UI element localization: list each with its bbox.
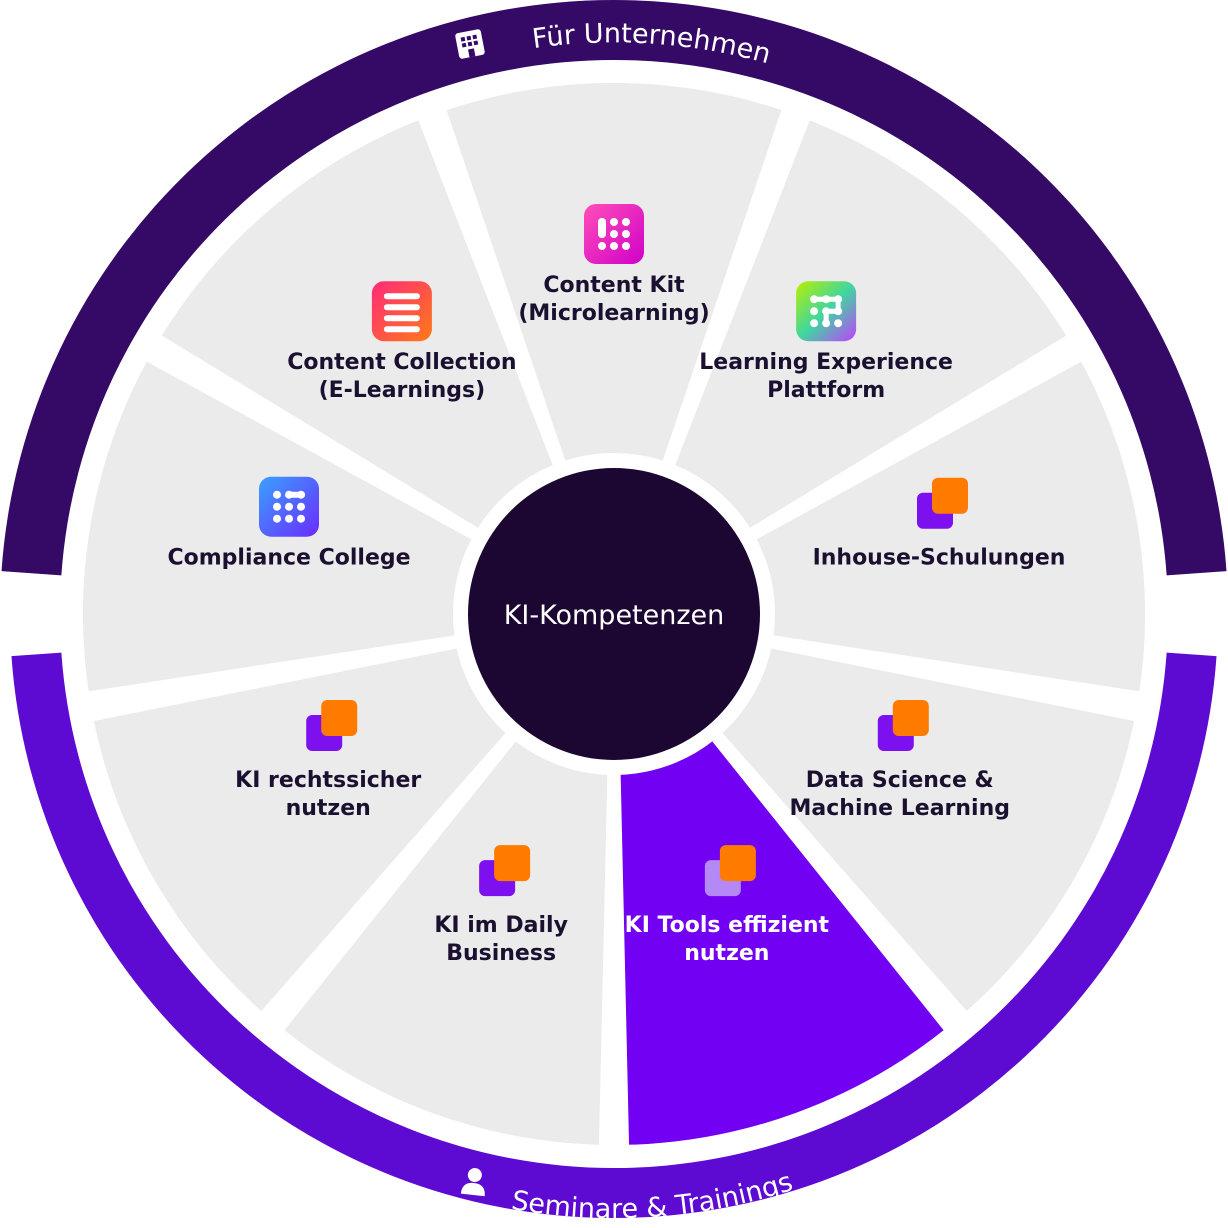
person-icon [460,1168,485,1197]
segment-label: Data Science & [806,768,994,793]
segment-content-kit[interactable]: Content Kit (Microlearning) [439,77,789,468]
segment-label: nutzen [286,796,371,821]
stacked-squares-icon [306,700,358,751]
segment-ki-rechtssicher[interactable]: KI rechtssicher nutzen [87,641,513,1019]
segment-label: Plattform [767,378,885,403]
segment-label: Learning Experience [699,350,953,375]
segment-label: (E-Learnings) [319,378,486,403]
stacked-squares-icon [704,845,756,897]
stacked-squares-icon [479,845,531,897]
learning-platform-icon [796,281,857,342]
segment-ki-tools[interactable]: KI Tools effizient nutzen [614,734,951,1151]
segment-compliance-college[interactable]: Compliance College [77,354,479,698]
segment-label: Compliance College [167,546,410,571]
segment-label: KI im Daily [434,913,568,938]
segment-label: Business [446,941,556,966]
segment-label: KI rechtssicher [235,768,421,793]
segment-label: Machine Learning [790,796,1010,821]
segment-label: nutzen [684,941,769,966]
building-icon [455,29,485,59]
segment-label: Content Kit [543,273,685,298]
segment-label: Inhouse-Schulungen [813,546,1066,571]
segment-label: KI Tools effizient [625,913,830,938]
center-label: KI-Kompetenzen [504,600,725,631]
center-circle [468,468,760,760]
segment-inhouse-schulungen[interactable]: Inhouse-Schulungen [749,354,1151,698]
content-kit-icon [584,204,644,264]
stacked-squares-icon [916,477,968,529]
compliance-college-icon [259,476,320,537]
segment-label: Content Collection [287,350,516,375]
content-collection-icon [371,281,432,342]
segment-label: (Microlearning) [518,301,709,326]
segment-content-collection[interactable]: Content Collection (E-Learnings) [154,113,560,535]
stacked-squares-icon [877,700,929,751]
ring-top-arc [1,0,1227,576]
segment-data-science[interactable]: Data Science & Machine Learning [715,641,1141,1019]
